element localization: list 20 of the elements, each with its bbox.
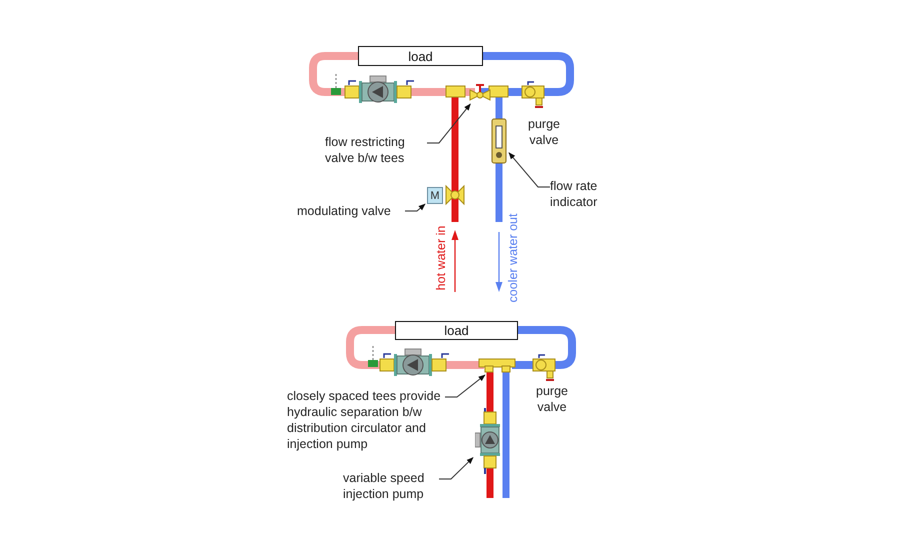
tee-fittings-icon	[478, 358, 516, 373]
leader-line	[404, 204, 426, 212]
leader-line	[438, 457, 474, 480]
callout-text: flow restricting valve b/w tees	[325, 134, 427, 166]
callout-text: modulating valve	[297, 203, 405, 219]
callout-text: variable speed injection pump	[343, 470, 439, 502]
part-label: purge valve	[527, 116, 561, 148]
leader-line	[508, 152, 550, 188]
flow-label: hot water in	[433, 226, 449, 290]
valve-icon	[468, 82, 492, 102]
load-box: load	[395, 321, 518, 340]
callout-text: flow rate indicator	[550, 178, 614, 210]
actuator-box: M	[427, 187, 443, 204]
load-box: load	[358, 46, 483, 66]
flow-indicator-icon	[491, 118, 507, 164]
flow-label: cooler water out	[505, 214, 521, 302]
callout-text: closely spaced tees provide hydraulic separation b/w distribution circulator and injection pump	[287, 388, 445, 452]
part-label: purge valve	[535, 383, 569, 415]
leader-line	[444, 374, 486, 398]
leader-line	[426, 103, 471, 144]
